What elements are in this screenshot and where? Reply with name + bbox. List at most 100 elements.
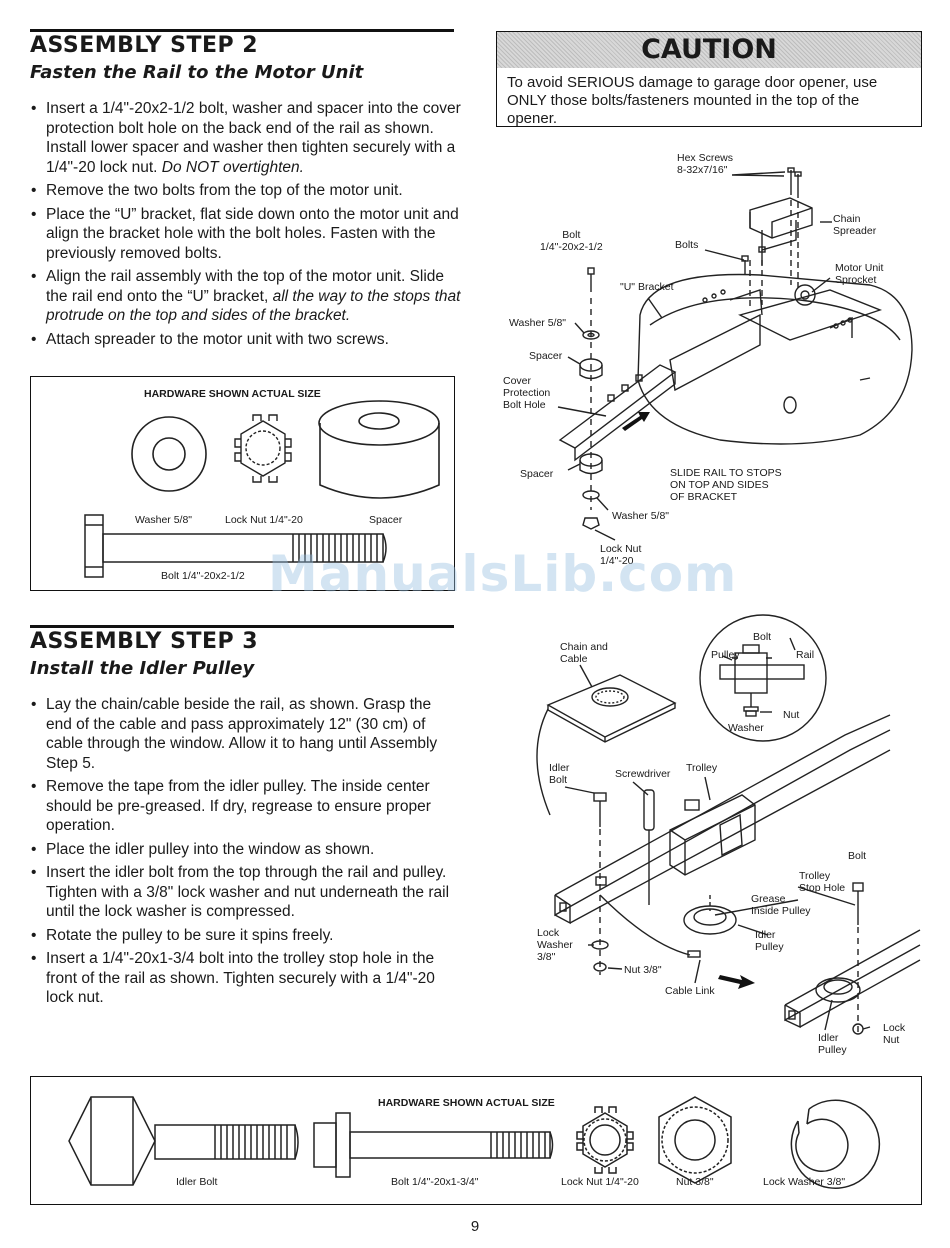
step2-bullet-1: Insert a 1/4"-20x2-1/2 bolt, washer and … — [31, 99, 468, 177]
cable-link-drawing — [687, 950, 701, 958]
step3-bullet-2: Remove the tape from the idler pulley. T… — [31, 777, 456, 836]
spacer-top-drawing — [579, 365, 603, 380]
trolley-drawing — [669, 794, 756, 876]
spacer-label: Spacer — [369, 514, 403, 526]
bolt-diagram-label: Bolt 1/4"-20x2-1/2 — [540, 229, 603, 253]
inset-nut-label: Nut — [783, 709, 800, 721]
screwdriver-drawing — [643, 789, 655, 831]
step3-subtitle: Install the Idler Pulley — [30, 658, 255, 679]
step3-hardware-box: HARDWARE SHOWN ACTUAL SIZE — [30, 1076, 922, 1205]
washer-label: Washer 5/8" — [135, 514, 193, 526]
step2-top-rule — [30, 29, 454, 32]
step2-hardware-box: HARDWARE SHOWN ACTUAL SIZE Washer — [30, 376, 455, 591]
locknut-step3-drawing — [576, 1106, 634, 1174]
locknut-bottom-drawing — [582, 517, 600, 530]
slide-direction-arrow — [622, 412, 650, 431]
u-bracket-drawing — [669, 313, 761, 392]
watermark: ManualsLib.com — [268, 545, 738, 603]
spacer-bottom-drawing — [579, 460, 603, 475]
page-number: 9 — [470, 1218, 480, 1235]
bolt-label: Bolt 1/4"-20x2-1/2 — [161, 570, 245, 582]
lockwasher-hw-label: Lock Washer 3/8" — [763, 1176, 846, 1188]
bolt-drawing — [84, 514, 387, 578]
locknut-drawing — [234, 414, 292, 483]
step3-hardware-title: HARDWARE SHOWN ACTUAL SIZE — [378, 1097, 555, 1109]
spacer-top-label: Spacer — [529, 350, 563, 362]
lock-nut-diagram-label: Lock Nut 1/4"-20 — [600, 543, 642, 567]
bolts-label: Bolts — [675, 239, 699, 251]
locknut-label: Lock Nut 1/4"-20 — [225, 514, 303, 526]
inset-washer-label: Washer — [728, 722, 764, 734]
lock-nut-label: Lock Nut — [883, 1022, 906, 1046]
step3-bullet-3: Place the idler pulley into the window a… — [31, 840, 456, 860]
step2-hardware-drawing — [84, 400, 440, 578]
nut-label: Nut 3/8" — [624, 964, 662, 976]
lock-washer-label: Lock Washer 3/8" — [537, 927, 573, 963]
step3-title: ASSEMBLY STEP 3 — [30, 629, 259, 654]
idler-pulley-label: Idler Pulley — [755, 929, 784, 953]
idler-bolt-drawing — [68, 1096, 299, 1186]
idler-pulley-diagram — [536, 614, 921, 1035]
motor-sprocket-label: Motor Unit Sprocket — [835, 262, 884, 286]
inset-rail-label: Rail — [796, 649, 815, 661]
spacer-bottom-label: Spacer — [520, 468, 554, 480]
idler-pulley-bottom-label: Idler Pulley — [818, 1032, 847, 1056]
step2-bullet-3: Place the “U” bracket, flat side down on… — [31, 205, 468, 264]
step3-top-rule — [30, 625, 454, 628]
bolt-small-drawing — [313, 1112, 554, 1178]
idler-bolt-hw-label: Idler Bolt — [176, 1176, 218, 1188]
step3-bullet-1: Lay the chain/cable beside the rail, as … — [31, 695, 456, 773]
insert-direction-arrow — [718, 975, 755, 989]
washer-bottom-label: Washer 5/8" — [612, 510, 670, 522]
step3-bullet-6: Insert a 1/4"-20x1-3/4 bolt into the tro… — [31, 949, 456, 1008]
lock-washer-3-8-drawing — [790, 1099, 881, 1189]
step2-bullet-4: Align the rail assembly with the top of … — [31, 267, 468, 326]
cable-link-label: Cable Link — [665, 985, 715, 997]
trolley-label: Trolley — [686, 762, 718, 774]
step2-hardware-title: HARDWARE SHOWN ACTUAL SIZE — [144, 388, 321, 400]
step2-subtitle: Fasten the Rail to the Motor Unit — [30, 62, 364, 83]
caution-box: CAUTION To avoid SERIOUS damage to garag… — [496, 31, 922, 127]
step3-instructions: Lay the chain/cable beside the rail, as … — [30, 695, 456, 1012]
rail-step3-drawing — [554, 714, 891, 917]
spacer-drawing — [318, 400, 440, 499]
screwdriver-label: Screwdriver — [615, 768, 671, 780]
nut-hw-label: Nut 3/8" — [676, 1176, 714, 1188]
trolley-stop-label: Trolley Stop Hole — [799, 870, 846, 894]
washer-top-label: Washer 5/8" — [509, 317, 567, 329]
caution-banner — [497, 32, 921, 68]
washer-top-drawing — [582, 330, 600, 340]
idler-bolt-label: Idler Bolt — [549, 762, 570, 786]
step2-instructions: Insert a 1/4"-20x2-1/2 bolt, washer and … — [30, 99, 468, 353]
nut-3-8-drawing — [658, 1096, 732, 1184]
inset-detail-circle — [699, 614, 827, 742]
nut-step3-drawing — [593, 962, 607, 972]
step3-bullet-4: Insert the idler bolt from the top throu… — [31, 863, 456, 922]
washer-bottom-drawing — [582, 490, 600, 500]
cover-protection-label: Cover Protection Bolt Hole — [503, 375, 551, 411]
caution-title: CAUTION — [641, 34, 777, 65]
slide-note-label: SLIDE RAIL TO STOPS ON TOP AND SIDES OF … — [670, 467, 782, 503]
hex-screws-label: Hex Screws 8-32x7/16" — [677, 152, 734, 176]
bolt-right-label: Bolt — [848, 850, 867, 862]
idler-pulley-bottom-drawing — [815, 977, 861, 1003]
locknut-hw-label: Lock Nut 1/4"-20 — [561, 1176, 639, 1188]
step2-title: ASSEMBLY STEP 2 — [30, 33, 259, 58]
rail-drawing — [558, 364, 677, 449]
step3-hardware-drawing — [68, 1096, 881, 1189]
washer-drawing — [131, 416, 207, 492]
bolt-hw-label: Bolt 1/4"-20x1-3/4" — [391, 1176, 479, 1188]
motor-unit-drawing — [637, 273, 913, 445]
step2-bullet-2: Remove the two bolts from the top of the… — [31, 181, 468, 201]
chain-spreader-label: Chain Spreader — [833, 213, 877, 237]
inset-pulley-label: Pulley — [711, 649, 740, 661]
step2-bullet-5: Attach spreader to the motor unit with t… — [31, 330, 468, 350]
caution-text: To avoid SERIOUS damage to garage door o… — [507, 74, 878, 127]
inset-bolt-label: Bolt — [753, 631, 772, 643]
grease-label: Grease Inside Pulley — [751, 893, 811, 917]
step3-bullet-5: Rotate the pulley to be sure it spins fr… — [31, 926, 456, 946]
u-bracket-label: "U" Bracket — [620, 281, 674, 293]
rail-motor-diagram — [557, 167, 913, 541]
chain-spreader-drawing — [749, 197, 813, 239]
chain-cable-label: Chain and Cable — [560, 641, 608, 665]
